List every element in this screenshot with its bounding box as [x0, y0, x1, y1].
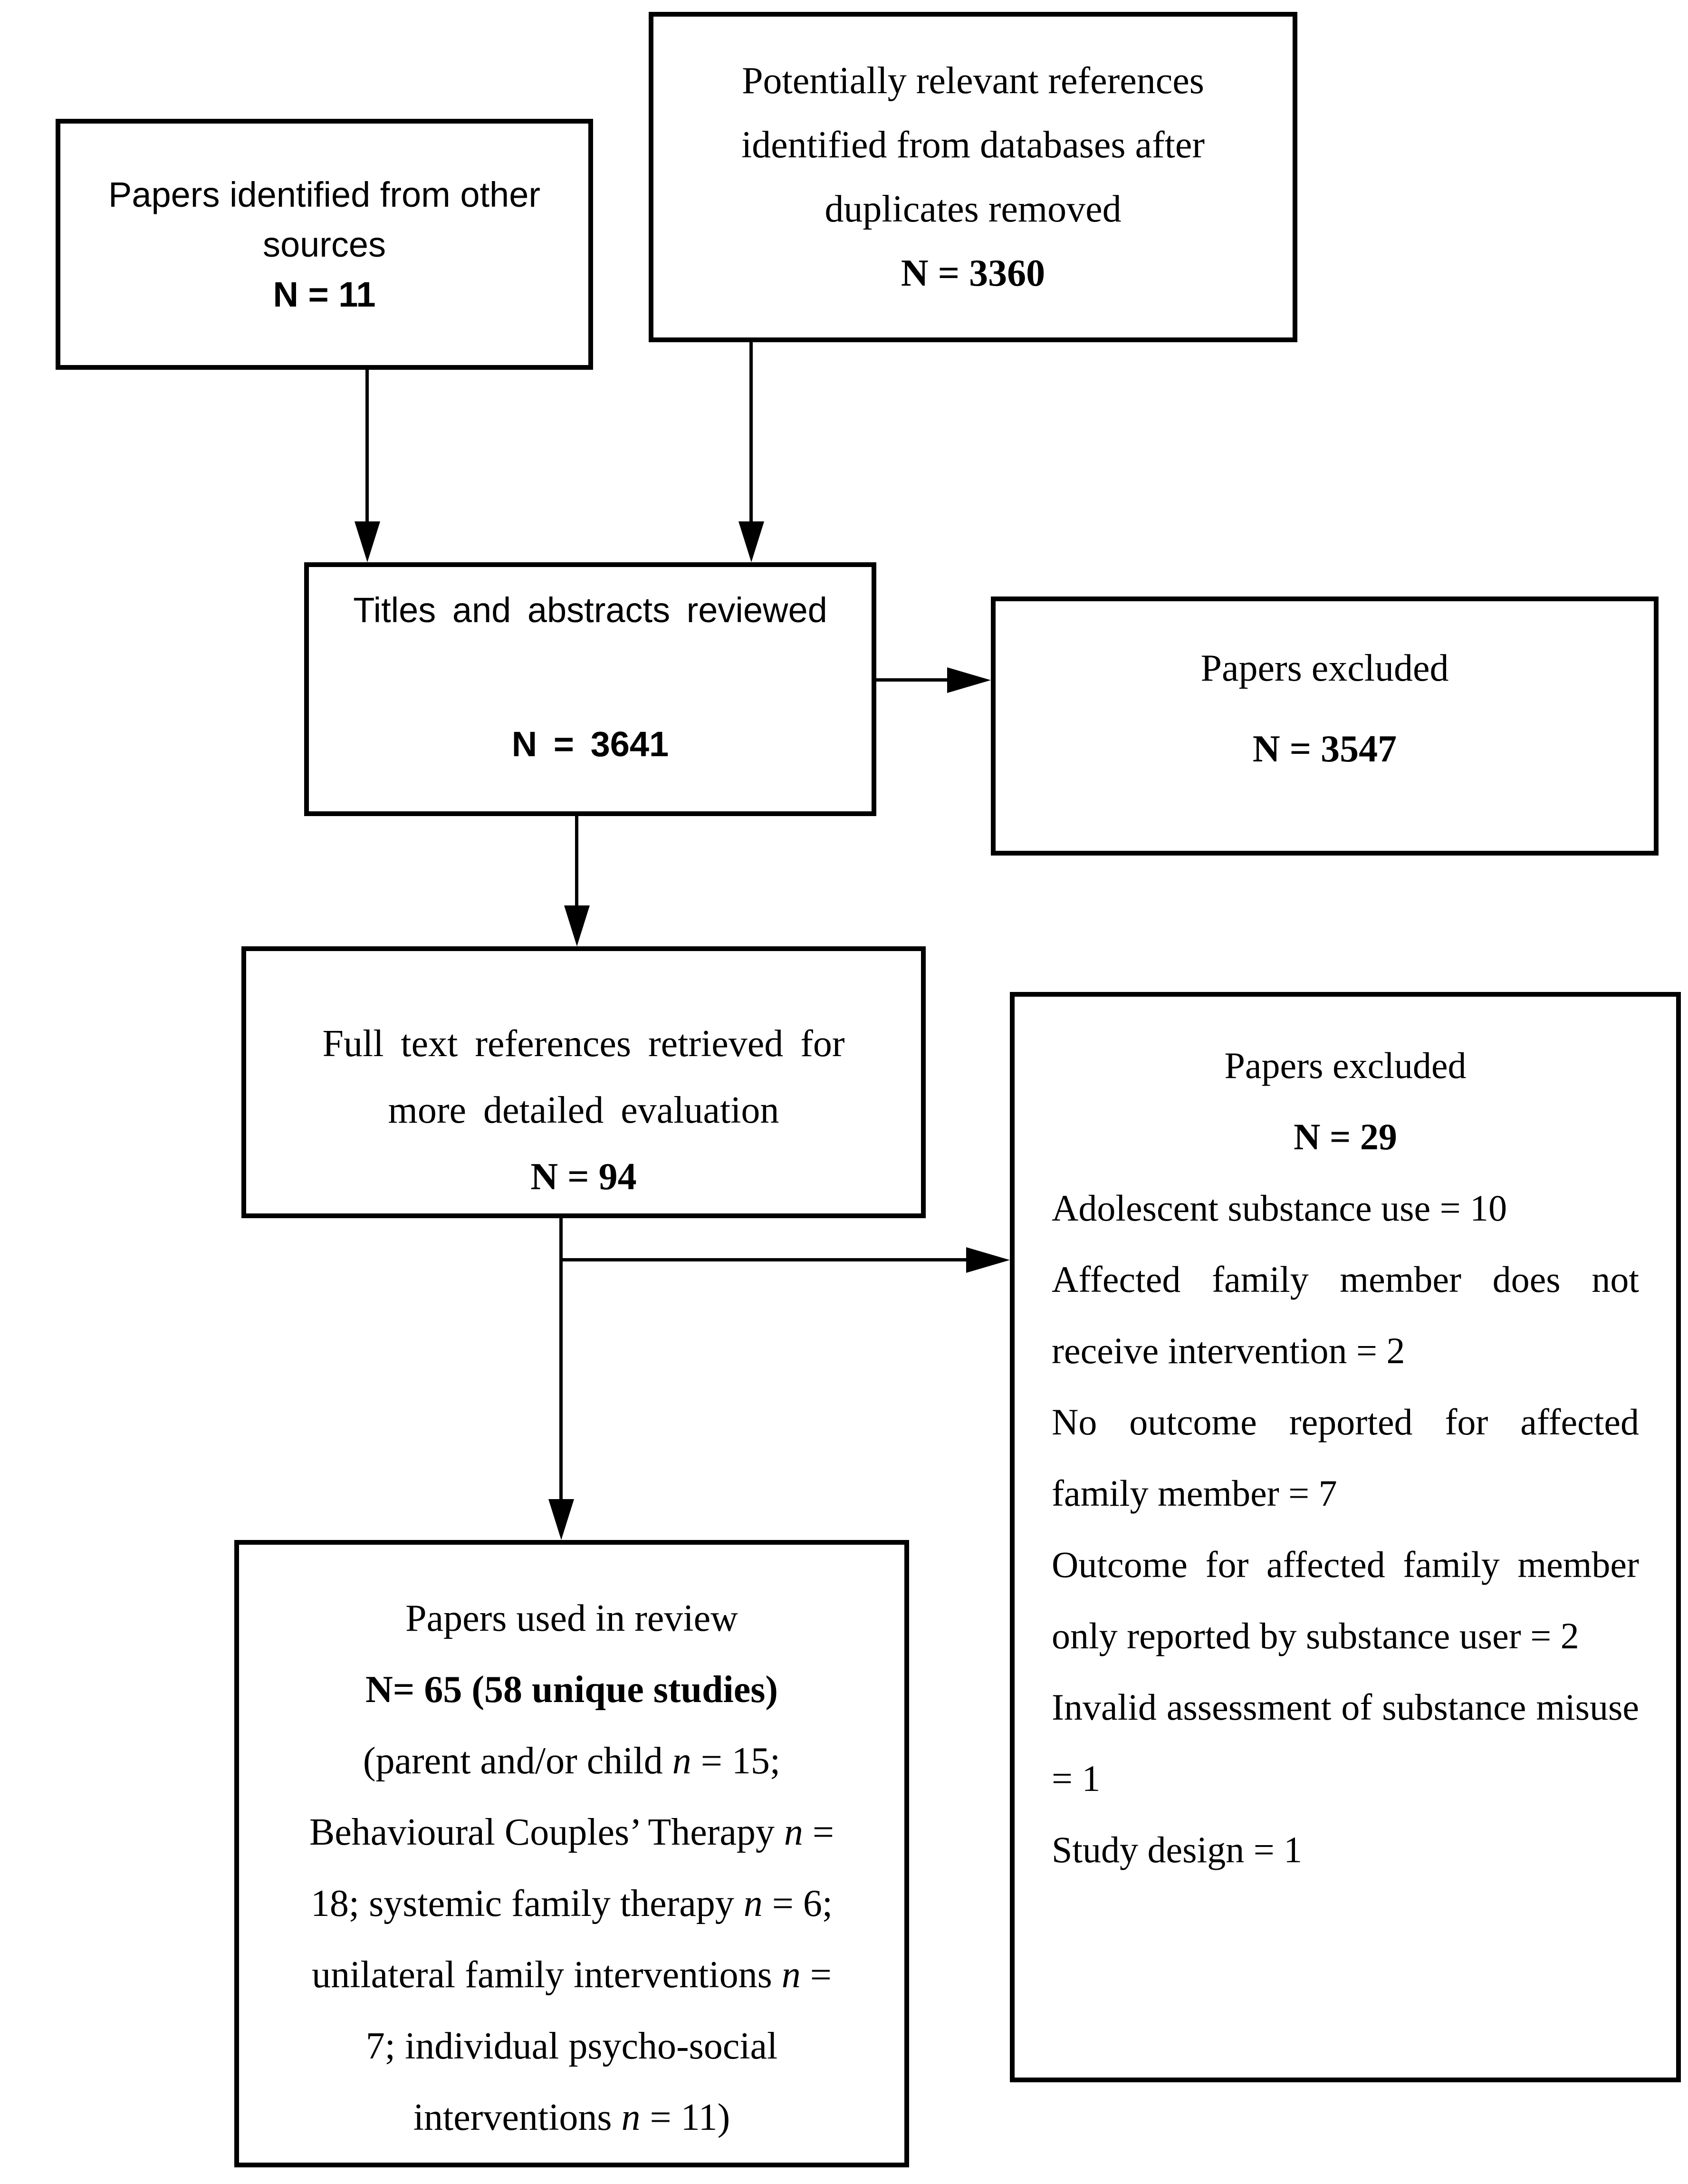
text-line: Adolescent substance use = 10 [1052, 1187, 1507, 1229]
arrowhead-down-icon [548, 1499, 574, 1540]
text-line: identified from databases after [741, 124, 1205, 166]
text-line: sources [262, 224, 386, 264]
text-line: Papers identified from other [108, 174, 541, 214]
text-line: Outcome for affected family member only … [1052, 1544, 1639, 1656]
text-line: N = 94 [530, 1156, 637, 1198]
text-line: N = 29 [1294, 1116, 1397, 1157]
text-line: N= 65 (58 unique studies) [365, 1669, 778, 1711]
arrowhead-down-icon [564, 905, 590, 946]
text-line: N = 3547 [1252, 728, 1397, 770]
box-papers-excluded-titles: Papers excluded N = 3547 [991, 597, 1659, 856]
text-line: N = 3360 [901, 252, 1045, 294]
connector-fulltext-to-used [559, 1218, 563, 1501]
box-full-text-retrieved: Full text references retrieved for more d… [241, 946, 926, 1218]
connector-fulltext-to-excluded [559, 1258, 967, 1261]
arrowhead-right-icon [966, 1247, 1010, 1273]
text-line: No outcome reported for affected family … [1052, 1401, 1639, 1514]
text-line: Papers excluded [1200, 647, 1449, 689]
text-line: Titles and abstracts reviewed [353, 590, 827, 630]
text-line: Full text references retrieved for [322, 1023, 845, 1065]
box-papers-excluded-fulltext: Papers excluded N = 29 Adolescent substanc… [1010, 992, 1681, 2082]
text-line: Potentially relevant references [742, 59, 1204, 102]
text-line: interventions n = 11) [413, 2097, 730, 2138]
connector-databases-to-titles [749, 342, 753, 527]
box-papers-used-in-review: Papers used in review N= 65 (58 unique st… [234, 1540, 909, 2167]
text-line: 7; individual psycho-social [365, 2025, 778, 2067]
text-line: Invalid assessment of substance misuse =… [1052, 1686, 1639, 1799]
text-line: Affected family member does not receive … [1052, 1259, 1639, 1371]
text-line: Study design = 1 [1052, 1829, 1303, 1870]
box-papers-other-sources: Papers identified from other sources N = 1… [56, 119, 593, 370]
text-line: duplicates removed [825, 188, 1122, 230]
text-line: N = 3641 [511, 724, 669, 764]
connector-other-sources-to-titles [365, 370, 369, 527]
box-titles-abstracts-reviewed: Titles and abstracts reviewed N = 3641 [304, 562, 876, 816]
arrowhead-down-icon [738, 521, 764, 562]
text-line: unilateral family interventions n = [312, 1954, 832, 1996]
text-line: N = 11 [273, 274, 376, 314]
arrowhead-right-icon [947, 667, 991, 693]
box-references-from-databases: Potentially relevant references identifie… [649, 12, 1297, 342]
text-line: more detailed evaluation [388, 1089, 779, 1131]
text-line: (parent and/or child n = 15; [363, 1740, 781, 1782]
connector-titles-to-fulltext [575, 816, 578, 909]
arrowhead-down-icon [355, 521, 380, 562]
connector-titles-to-excluded [876, 678, 950, 682]
text-line: 18; systemic family therapy n = 6; [310, 1883, 833, 1924]
text-line: Papers used in review [405, 1597, 738, 1639]
text-line: Papers excluded [1224, 1045, 1467, 1086]
text-line: Behavioural Couples’ Therapy n = [309, 1811, 834, 1853]
